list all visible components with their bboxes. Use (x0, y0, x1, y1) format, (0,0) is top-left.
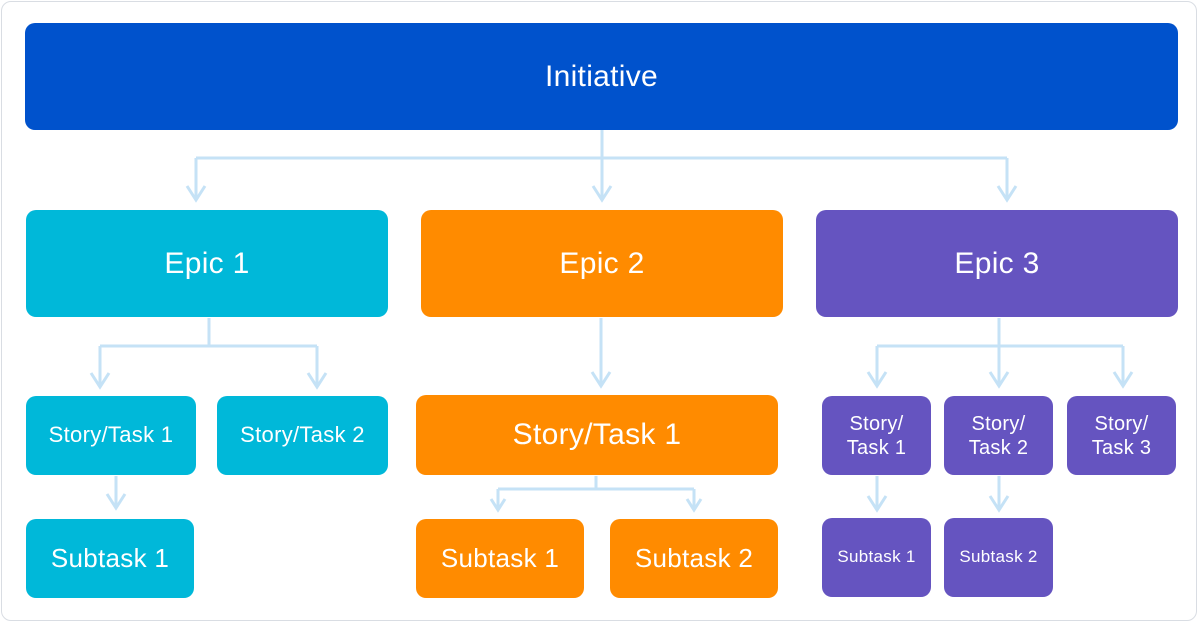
arrowhead (685, 498, 703, 513)
connector-epic1-stories (98, 318, 319, 387)
arrowhead (590, 371, 612, 389)
epic-2-story-1-subtask-2-label: Subtask 2 (634, 542, 754, 573)
epic-1-node: Epic 1 (26, 210, 388, 317)
epic-3-story-1-subtask-1-label: Subtask 1 (837, 547, 916, 567)
epic-1-story-2-label: Story/Task 2 (240, 422, 365, 448)
epic-2-node: Epic 2 (421, 210, 783, 317)
epic-3-story-1-label: Story/ Task 1 (846, 412, 907, 459)
epic-3-story-2-node: Story/ Task 2 (944, 396, 1053, 475)
epic-2-story-1-label: Story/Task 1 (512, 418, 682, 451)
arrowhead (105, 493, 127, 511)
epic-1-label: Epic 1 (164, 246, 250, 280)
arrowhead (988, 371, 1010, 389)
arrowhead (306, 372, 328, 390)
epic-2-story-1-subtask-2-node: Subtask 2 (610, 519, 778, 598)
arrowhead (185, 185, 207, 203)
arrowhead (866, 495, 888, 513)
epic-3-story-1-subtask-1-node: Subtask 1 (822, 518, 931, 597)
initiative-node: Initiative (25, 23, 1178, 130)
epic-3-story-3-node: Story/ Task 3 (1067, 396, 1176, 475)
connector-initiative-epics (194, 130, 1009, 200)
arrowhead (988, 495, 1010, 513)
epic-2-label: Epic 2 (559, 246, 645, 280)
epic-1-story-1-subtask-1-node: Subtask 1 (26, 519, 194, 598)
epic-3-story-3-label: Story/ Task 3 (1091, 412, 1152, 459)
epic-3-story-2-subtask-1-node: Subtask 2 (944, 518, 1053, 597)
initiative-label: Initiative (544, 59, 659, 93)
epic-2-story-1-subtask-1-label: Subtask 1 (440, 542, 560, 573)
arrowhead (996, 185, 1018, 203)
connector-e2s1-subtasks (496, 476, 696, 510)
arrowhead (866, 371, 888, 389)
epic-1-story-1-label: Story/Task 1 (48, 422, 174, 448)
epic-1-story-2-node: Story/Task 2 (217, 396, 388, 475)
connector-epic3-stories (875, 318, 1125, 386)
epic-1-story-1-node: Story/Task 1 (26, 396, 196, 475)
arrowhead (1112, 371, 1134, 389)
epic-2-story-1-node: Story/Task 1 (416, 395, 778, 475)
arrowhead (591, 185, 613, 203)
epic-2-story-1-subtask-1-node: Subtask 1 (416, 519, 584, 598)
epic-3-story-1-node: Story/ Task 1 (822, 396, 931, 475)
arrowhead (489, 498, 507, 513)
epic-3-story-2-label: Story/ Task 2 (968, 412, 1029, 459)
epic-1-story-1-subtask-1-label: Subtask 1 (50, 542, 170, 573)
arrowhead (89, 372, 111, 390)
epic-3-story-2-subtask-1-label: Subtask 2 (959, 547, 1038, 567)
epic-3-node: Epic 3 (816, 210, 1178, 317)
epic-3-label: Epic 3 (954, 246, 1040, 280)
